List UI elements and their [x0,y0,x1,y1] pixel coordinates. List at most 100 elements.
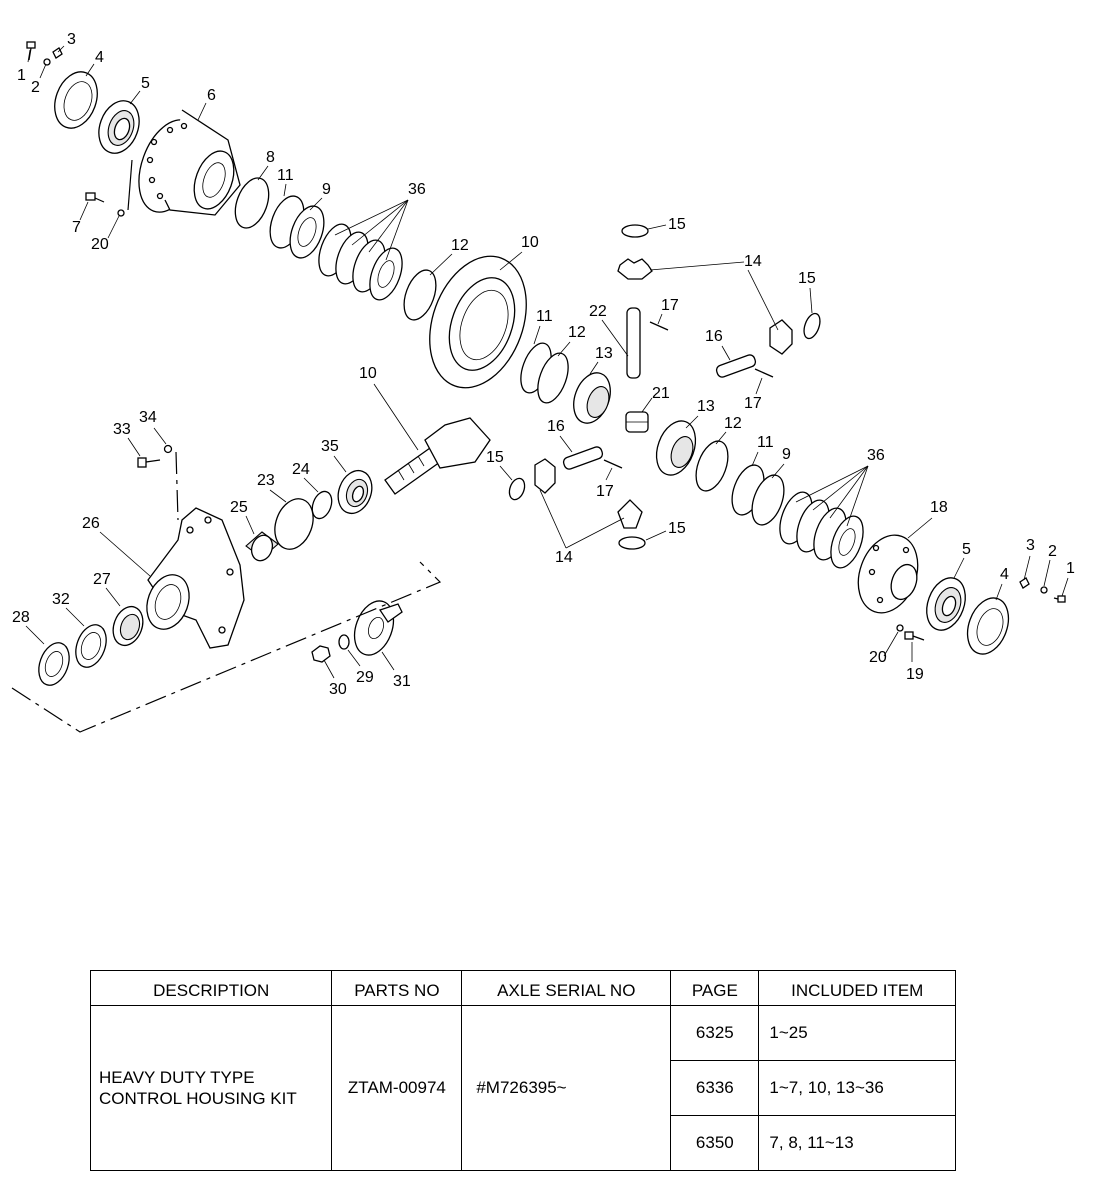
callout-label: 15 [486,449,504,466]
callout-label: 15 [668,520,686,537]
center-group [384,224,864,569]
pinion-gear-part-icon [769,319,793,355]
roll-pin-part-icon [649,321,669,331]
description-cell: HEAVY DUTY TYPE CONTROL HOUSING KIT [89,1005,333,1171]
header-page: PAGE [670,970,760,1006]
roll-pin-part-icon [754,368,774,378]
callout-label: 15 [668,216,686,233]
callout-label: 17 [744,395,762,412]
callout-label: 20 [869,649,887,666]
pinion-gear-part-icon [534,458,556,494]
spider-part-icon [625,411,649,433]
pinion-housing-group [11,444,442,733]
differential-case-part-icon [127,109,241,216]
oil-seal-part-icon [75,624,107,668]
callout-label: 3 [67,31,76,48]
callout-label: 13 [697,398,715,415]
plate-part-icon [403,269,437,321]
side-gear-part-icon [655,420,697,476]
nut-part-icon [311,645,331,663]
thrust-washer-part-icon [618,536,646,550]
pinion-callouts: 33 34 35 24 23 25 26 27 32 28 29 30 31 [12,409,411,698]
washer-part-icon [43,58,51,66]
callout-label: 7 [72,219,81,236]
callout-label: 20 [91,236,109,253]
spacer-part-icon [245,531,279,562]
callout-label: 5 [141,75,150,92]
callout-label: 27 [93,571,111,588]
clutch-pack-part-icon [318,223,403,301]
header-description: DESCRIPTION [89,970,333,1006]
callout-label: 6 [207,87,216,104]
cross-shaft-part-icon [626,307,641,379]
parts-no-cell: ZTAM-00974 [331,1005,463,1171]
header-included-item: INCLUDED ITEM [758,970,956,1006]
callout-label: 3 [1026,537,1035,554]
o-ring-part-icon [338,634,350,650]
callout-label: 18 [930,499,948,516]
callout-label: 11 [757,434,774,451]
clutch-pack-part-icon [779,491,864,569]
callout-label: 11 [277,167,294,184]
pinion-shaft-part-icon [715,354,757,378]
callout-label: 12 [568,324,586,341]
differential-case-part-icon [857,534,919,614]
pinion-gear-part-icon [617,499,643,529]
axle-serial-no-cell: #M726395~ [461,1005,672,1171]
header-parts-no: PARTS NO [331,970,463,1006]
callout-label: 10 [521,234,539,251]
bolt-part-icon [85,192,105,203]
callout-label: 11 [536,308,553,325]
callout-label: 5 [962,541,971,558]
callout-label: 34 [139,409,157,426]
callout-label: 9 [322,181,331,198]
callout-label: 31 [393,673,411,690]
callout-label: 25 [230,499,248,516]
pinion-shaft-part-icon [562,446,604,470]
bearing-part-icon [112,605,144,647]
adjuster-nut-part-icon [54,71,98,129]
shim-part-icon [234,177,270,229]
snap-ring-part-icon [311,490,333,520]
adjuster-nut-part-icon [966,597,1010,655]
included-item-cell: 1~25 [758,1005,956,1061]
callout-label: 24 [292,461,310,478]
included-item-cell: 7, 8, 11~13 [758,1115,956,1171]
callout-label: 9 [782,446,791,463]
dust-cover-part-icon [44,651,64,677]
page-cell: 6325 [670,1005,760,1061]
pinion-gear-part-icon [617,258,653,280]
table-row: 6350 7, 8, 11~13 [91,1115,956,1171]
callout-label: 26 [82,515,100,532]
table-header-row: DESCRIPTION PARTS NO AXLE SERIAL NO PAGE… [89,970,956,1006]
left-callouts: 1 2 3 4 5 6 7 20 8 11 9 36 12 10 [17,31,539,276]
callout-label: 32 [52,591,70,608]
oil-seal-part-icon [80,632,102,660]
control-housing-part-icon [146,507,245,649]
bearing-part-icon [926,577,966,631]
thrust-washer-part-icon [508,477,526,501]
dust-cover-part-icon [38,642,70,686]
callout-label: 21 [652,385,670,402]
callout-label: 15 [798,270,816,287]
roll-pin-part-icon [603,459,623,469]
callout-label: 14 [555,549,573,566]
table-row: 6336 1~7, 10, 13~36 [91,1060,956,1116]
callout-label: 33 [113,421,131,438]
ring-gear-part-icon [429,255,527,389]
washer-part-icon [1040,586,1048,594]
callout-label: 23 [257,472,275,489]
callout-label: 12 [451,237,469,254]
bolt-part-icon [26,41,36,61]
bolt-part-icon [137,457,161,468]
page-cell: 6350 [670,1115,760,1171]
right-callouts: 18 5 3 2 1 4 20 19 [869,499,1075,683]
washer-part-icon [163,444,173,454]
callout-label: 1 [17,67,26,84]
callout-label: 16 [705,328,723,345]
drive-pinion-part-icon [384,417,491,495]
companion-flange-part-icon [353,600,403,656]
callout-label: 1 [1066,560,1075,577]
friction-plate-part-icon [269,195,325,259]
callout-label: 16 [547,418,565,435]
